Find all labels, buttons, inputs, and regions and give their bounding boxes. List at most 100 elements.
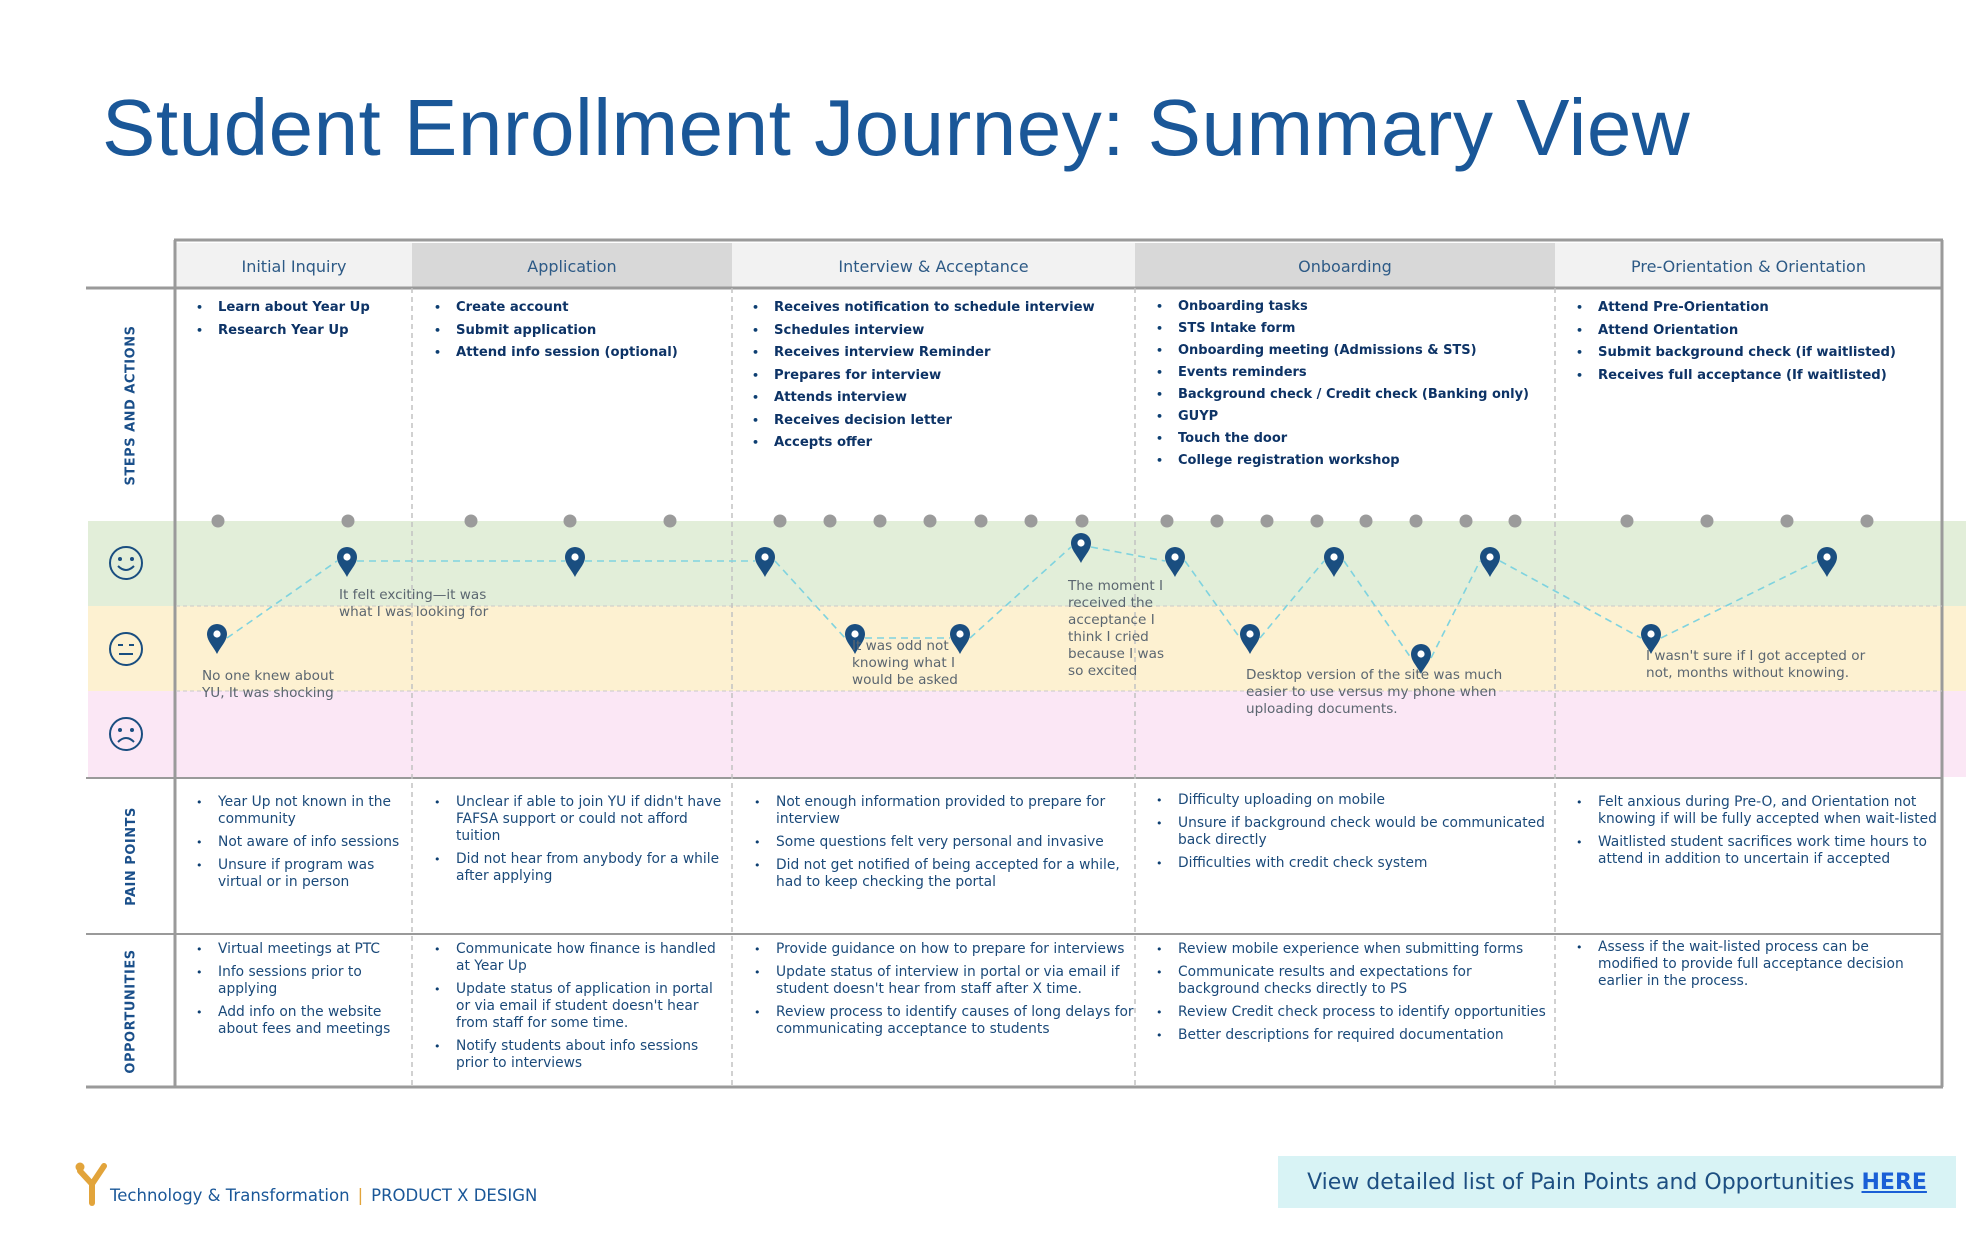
pain-item: Unclear if able to join YU if didn't hav…: [434, 794, 724, 845]
callout-text: View detailed list of Pain Points and Op…: [1307, 1169, 1855, 1195]
steps-application: Create account Submit application Attend…: [434, 297, 724, 365]
step-item: Submit background check (if waitlisted): [1576, 342, 1941, 365]
pain-onboarding: Difficulty uploading on mobile Unsure if…: [1156, 792, 1551, 878]
opps-onboarding: Review mobile experience when submitting…: [1156, 941, 1551, 1050]
opportunity-item: Virtual meetings at PTC: [196, 941, 406, 958]
opportunity-item: Provide guidance on how to prepare for i…: [754, 941, 1134, 958]
stage-label: Application: [527, 256, 617, 276]
pain-item: Waitlisted student sacrifices work time …: [1576, 834, 1938, 868]
quote-initial-neutral: No one knew about YU, It was shocking: [202, 668, 334, 701]
opportunity-item: Update status of interview in portal or …: [754, 964, 1134, 998]
opportunity-item: Assess if the wait-listed process can be…: [1576, 939, 1931, 990]
stage-label: Onboarding: [1298, 256, 1392, 276]
opportunity-item: Review mobile experience when submitting…: [1156, 941, 1551, 958]
opportunity-item: Communicate results and expectations for…: [1156, 964, 1551, 998]
pain-item: Unsure if background check would be comm…: [1156, 815, 1551, 849]
step-item: Schedules interview: [752, 320, 1132, 343]
opportunity-item: Add info on the website about fees and m…: [196, 1004, 406, 1038]
product-name: PRODUCT X DESIGN: [371, 1186, 538, 1205]
opps-initial-inquiry: Virtual meetings at PTC Info sessions pr…: [196, 941, 406, 1044]
stage-header-orientation: Pre-Orientation & Orientation: [1555, 243, 1942, 289]
pain-item: Unsure if program was virtual or in pers…: [196, 857, 406, 891]
page-title: Student Enrollment Journey: Summary View: [102, 83, 1691, 172]
pain-item: Not enough information provided to prepa…: [754, 794, 1132, 828]
step-item: Submit application: [434, 320, 724, 343]
step-item: Learn about Year Up: [196, 297, 406, 320]
pain-application: Unclear if able to join YU if didn't hav…: [434, 794, 724, 891]
pain-item: Year Up not known in the community: [196, 794, 406, 828]
stage-header-initial-inquiry: Initial Inquiry: [176, 243, 412, 289]
pain-item: Not aware of info sessions: [196, 834, 406, 851]
sad-face-icon: [109, 717, 143, 751]
pain-item: Difficulty uploading on mobile: [1156, 792, 1551, 809]
row-label-steps: STEPS AND ACTIONS: [88, 290, 174, 520]
happy-face-icon: [109, 546, 143, 580]
step-item: Attend Orientation: [1576, 320, 1941, 343]
row-label-text: OPPORTUNITIES: [123, 948, 139, 1074]
brand-name: Technology & Transformation: [110, 1186, 350, 1205]
quote-interview-happy: The moment I received the acceptance I t…: [1068, 578, 1165, 679]
step-item: Create account: [434, 297, 724, 320]
step-item: Research Year Up: [196, 320, 406, 343]
sad-band: [88, 691, 1966, 777]
step-item: Background check / Credit check (Banking…: [1156, 384, 1551, 406]
pain-initial-inquiry: Year Up not known in the community Not a…: [196, 794, 406, 897]
step-item: Prepares for interview: [752, 365, 1132, 388]
step-item: College registration workshop: [1156, 450, 1551, 472]
opportunity-item: Update status of application in portal o…: [434, 981, 726, 1032]
stage-header-onboarding: Onboarding: [1135, 243, 1555, 289]
quote-onboarding-neutral: Desktop version of the site was much eas…: [1246, 667, 1503, 717]
stage-header-interview: Interview & Acceptance: [732, 243, 1135, 289]
pain-item: Did not get notified of being accepted f…: [754, 857, 1132, 891]
opportunity-item: Notify students about info sessions prio…: [434, 1038, 726, 1072]
step-item: Events reminders: [1156, 362, 1551, 384]
row-label-text: PAIN POINTS: [123, 807, 139, 906]
pain-item: Did not hear from anybody for a while af…: [434, 851, 724, 885]
row-label-pain: PAIN POINTS: [88, 779, 174, 934]
brand-separator: |: [357, 1186, 364, 1205]
neutral-face-icon: [109, 632, 143, 666]
quote-initial-happy: It felt exciting—it was what I was looki…: [339, 587, 489, 620]
step-item: Onboarding tasks: [1156, 296, 1551, 318]
stage-header-application: Application: [412, 243, 732, 289]
steps-initial-inquiry: Learn about Year Up Research Year Up: [196, 297, 406, 342]
opportunity-item: Info sessions prior to applying: [196, 964, 406, 998]
opportunity-item: Better descriptions for required documen…: [1156, 1027, 1551, 1044]
step-item: Receives full acceptance (If waitlisted): [1576, 365, 1941, 388]
detailed-list-callout: View detailed list of Pain Points and Op…: [1278, 1156, 1956, 1208]
stage-label: Initial Inquiry: [241, 256, 347, 276]
step-item: Receives notification to schedule interv…: [752, 297, 1132, 320]
step-item: Accepts offer: [752, 432, 1132, 455]
step-item: GUYP: [1156, 406, 1551, 428]
step-item: Receives decision letter: [752, 410, 1132, 433]
opps-application: Communicate how finance is handled at Ye…: [434, 941, 726, 1078]
step-item: Touch the door: [1156, 428, 1551, 450]
opportunity-item: Review process to identify causes of lon…: [754, 1004, 1134, 1038]
step-item: Attends interview: [752, 387, 1132, 410]
steps-orientation: Attend Pre-Orientation Attend Orientatio…: [1576, 297, 1941, 387]
pain-item: Felt anxious during Pre-O, and Orientati…: [1576, 794, 1938, 828]
opps-interview: Provide guidance on how to prepare for i…: [754, 941, 1134, 1044]
step-item: Receives interview Reminder: [752, 342, 1132, 365]
steps-interview: Receives notification to schedule interv…: [752, 297, 1132, 455]
step-item: Attend Pre-Orientation: [1576, 297, 1941, 320]
row-label-text: STEPS AND ACTIONS: [123, 325, 139, 485]
row-label-opps: OPPORTUNITIES: [88, 935, 174, 1087]
opps-orientation: Assess if the wait-listed process can be…: [1576, 939, 1931, 996]
brand-logo-icon: [75, 1162, 107, 1206]
stage-label: Interview & Acceptance: [838, 256, 1029, 276]
quote-orientation-neutral: I wasn't sure if I got accepted or not, …: [1646, 648, 1866, 681]
pain-item: Difficulties with credit check system: [1156, 855, 1551, 872]
steps-onboarding: Onboarding tasks STS Intake form Onboard…: [1156, 296, 1551, 472]
step-item: Onboarding meeting (Admissions & STS): [1156, 340, 1551, 362]
step-item: Attend info session (optional): [434, 342, 724, 365]
step-item: STS Intake form: [1156, 318, 1551, 340]
opportunity-item: Communicate how finance is handled at Ye…: [434, 941, 726, 975]
here-link[interactable]: HERE: [1861, 1169, 1927, 1195]
pain-orientation: Felt anxious during Pre-O, and Orientati…: [1576, 794, 1938, 874]
pain-item: Some questions felt very personal and in…: [754, 834, 1132, 851]
quote-interview-neutral: It was odd not knowing what I would be a…: [852, 638, 958, 688]
pain-interview: Not enough information provided to prepa…: [754, 794, 1132, 897]
stage-label: Pre-Orientation & Orientation: [1631, 256, 1866, 276]
footer-brand: Technology & Transformation | PRODUCT X DE…: [110, 1186, 537, 1205]
